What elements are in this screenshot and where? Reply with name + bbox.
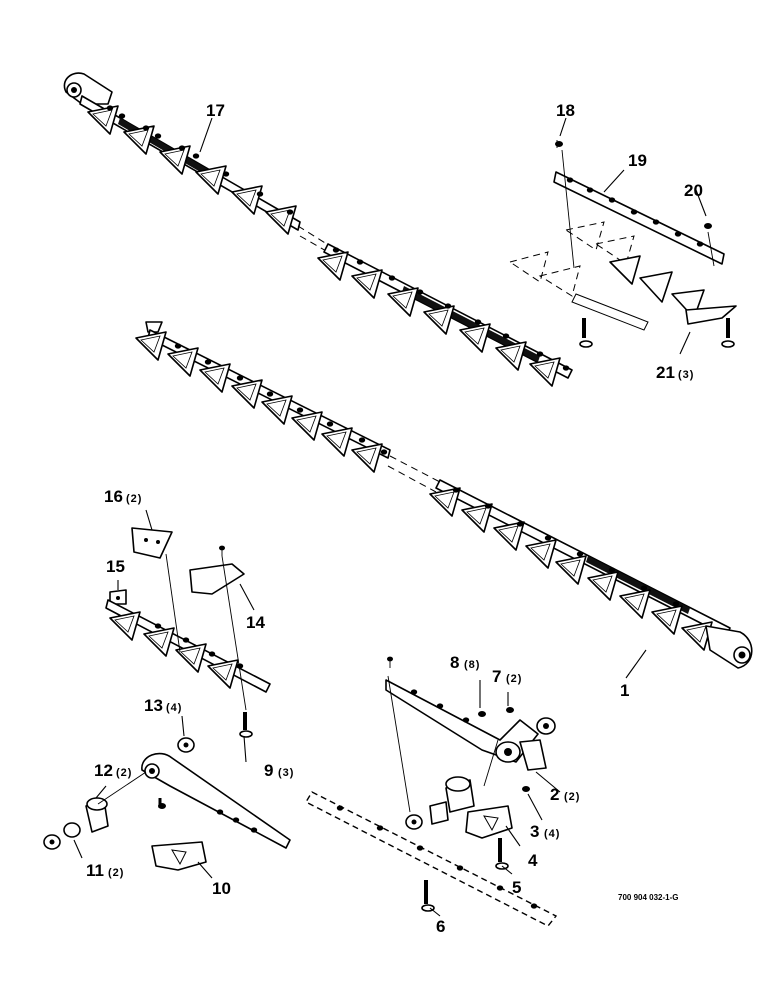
left-head-assembly [43, 737, 291, 871]
callout-19-number: 19 [628, 151, 647, 170]
callout-3-number: 3 [530, 822, 539, 841]
callout-16-number: 16 [104, 487, 123, 506]
leader-lines [73, 117, 707, 917]
callout-20-number: 20 [684, 181, 703, 200]
callout-12-qty: (2) [116, 767, 132, 779]
callout-17-number: 17 [206, 101, 225, 120]
callout-9-qty: (3) [278, 767, 294, 779]
callout-10-number: 10 [212, 879, 231, 898]
right-head-assembly [305, 656, 558, 927]
callout-6-number: 6 [436, 917, 445, 936]
callout-3-qty: (4) [544, 828, 560, 840]
callout-11-number: 11 [86, 861, 104, 880]
callout-7-number: 7 [492, 667, 501, 686]
callout-8-qty: (8) [464, 659, 480, 671]
callout-13-qty: (4) [166, 702, 182, 714]
drawing-code: 700 904 032-1-G [618, 893, 679, 902]
callout-16-qty: (2) [126, 493, 142, 505]
callout-11-qty: (2) [108, 867, 124, 879]
callout-labels: 1 2 (2) 3 (4) 4 5 6 7 (2) 8 (8) 9 (3) 10… [86, 101, 703, 936]
callout-7-qty: (2) [506, 673, 522, 685]
callout-5-number: 5 [512, 878, 521, 897]
callout-15-number: 15 [106, 557, 125, 576]
callout-8-number: 8 [450, 653, 459, 672]
small-parts-cluster [105, 527, 271, 738]
callout-18-number: 18 [556, 101, 575, 120]
callout-2-number: 2 [550, 785, 559, 804]
upper-sickle-assembly [63, 72, 573, 387]
callout-4-number: 4 [528, 851, 538, 870]
callout-1-number: 1 [620, 681, 629, 700]
callout-14-number: 14 [246, 613, 265, 632]
lower-sickle-assembly [135, 321, 753, 669]
callout-9-number: 9 [264, 761, 273, 780]
callout-21-number: 21 [656, 363, 675, 382]
callout-21-qty: (3) [678, 369, 694, 381]
callout-2-qty: (2) [564, 791, 580, 803]
knife-section-detail [508, 140, 737, 348]
callout-13-number: 13 [144, 696, 163, 715]
callout-12-number: 12 [94, 761, 113, 780]
